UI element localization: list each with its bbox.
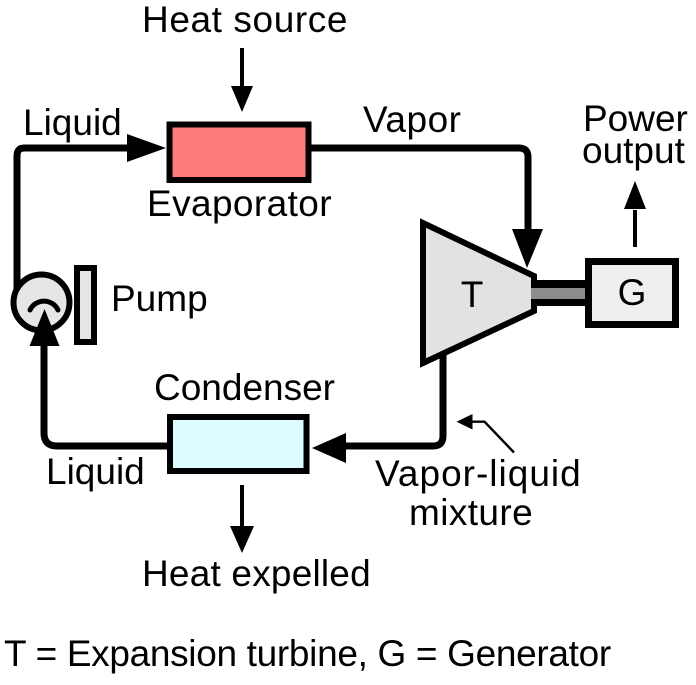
svg-text:output: output [582,130,686,171]
svg-text:Liquid: Liquid [46,451,145,492]
svg-text:T = Expansion turbine, G = Gen: T = Expansion turbine, G = Generator [4,633,611,674]
svg-text:Vapor-liquid: Vapor-liquid [375,453,582,494]
svg-text:Condenser: Condenser [154,367,335,408]
svg-text:Liquid: Liquid [23,102,122,143]
svg-text:Heat expelled: Heat expelled [142,553,371,594]
svg-text:Power: Power [583,98,688,139]
svg-text:G: G [618,272,647,313]
svg-text:T: T [461,274,484,315]
svg-text:Heat source: Heat source [142,0,348,40]
svg-text:mixture: mixture [409,492,533,533]
svg-text:Evaporator: Evaporator [147,183,332,224]
svg-text:Pump: Pump [111,278,208,319]
svg-text:Vapor: Vapor [363,99,462,140]
